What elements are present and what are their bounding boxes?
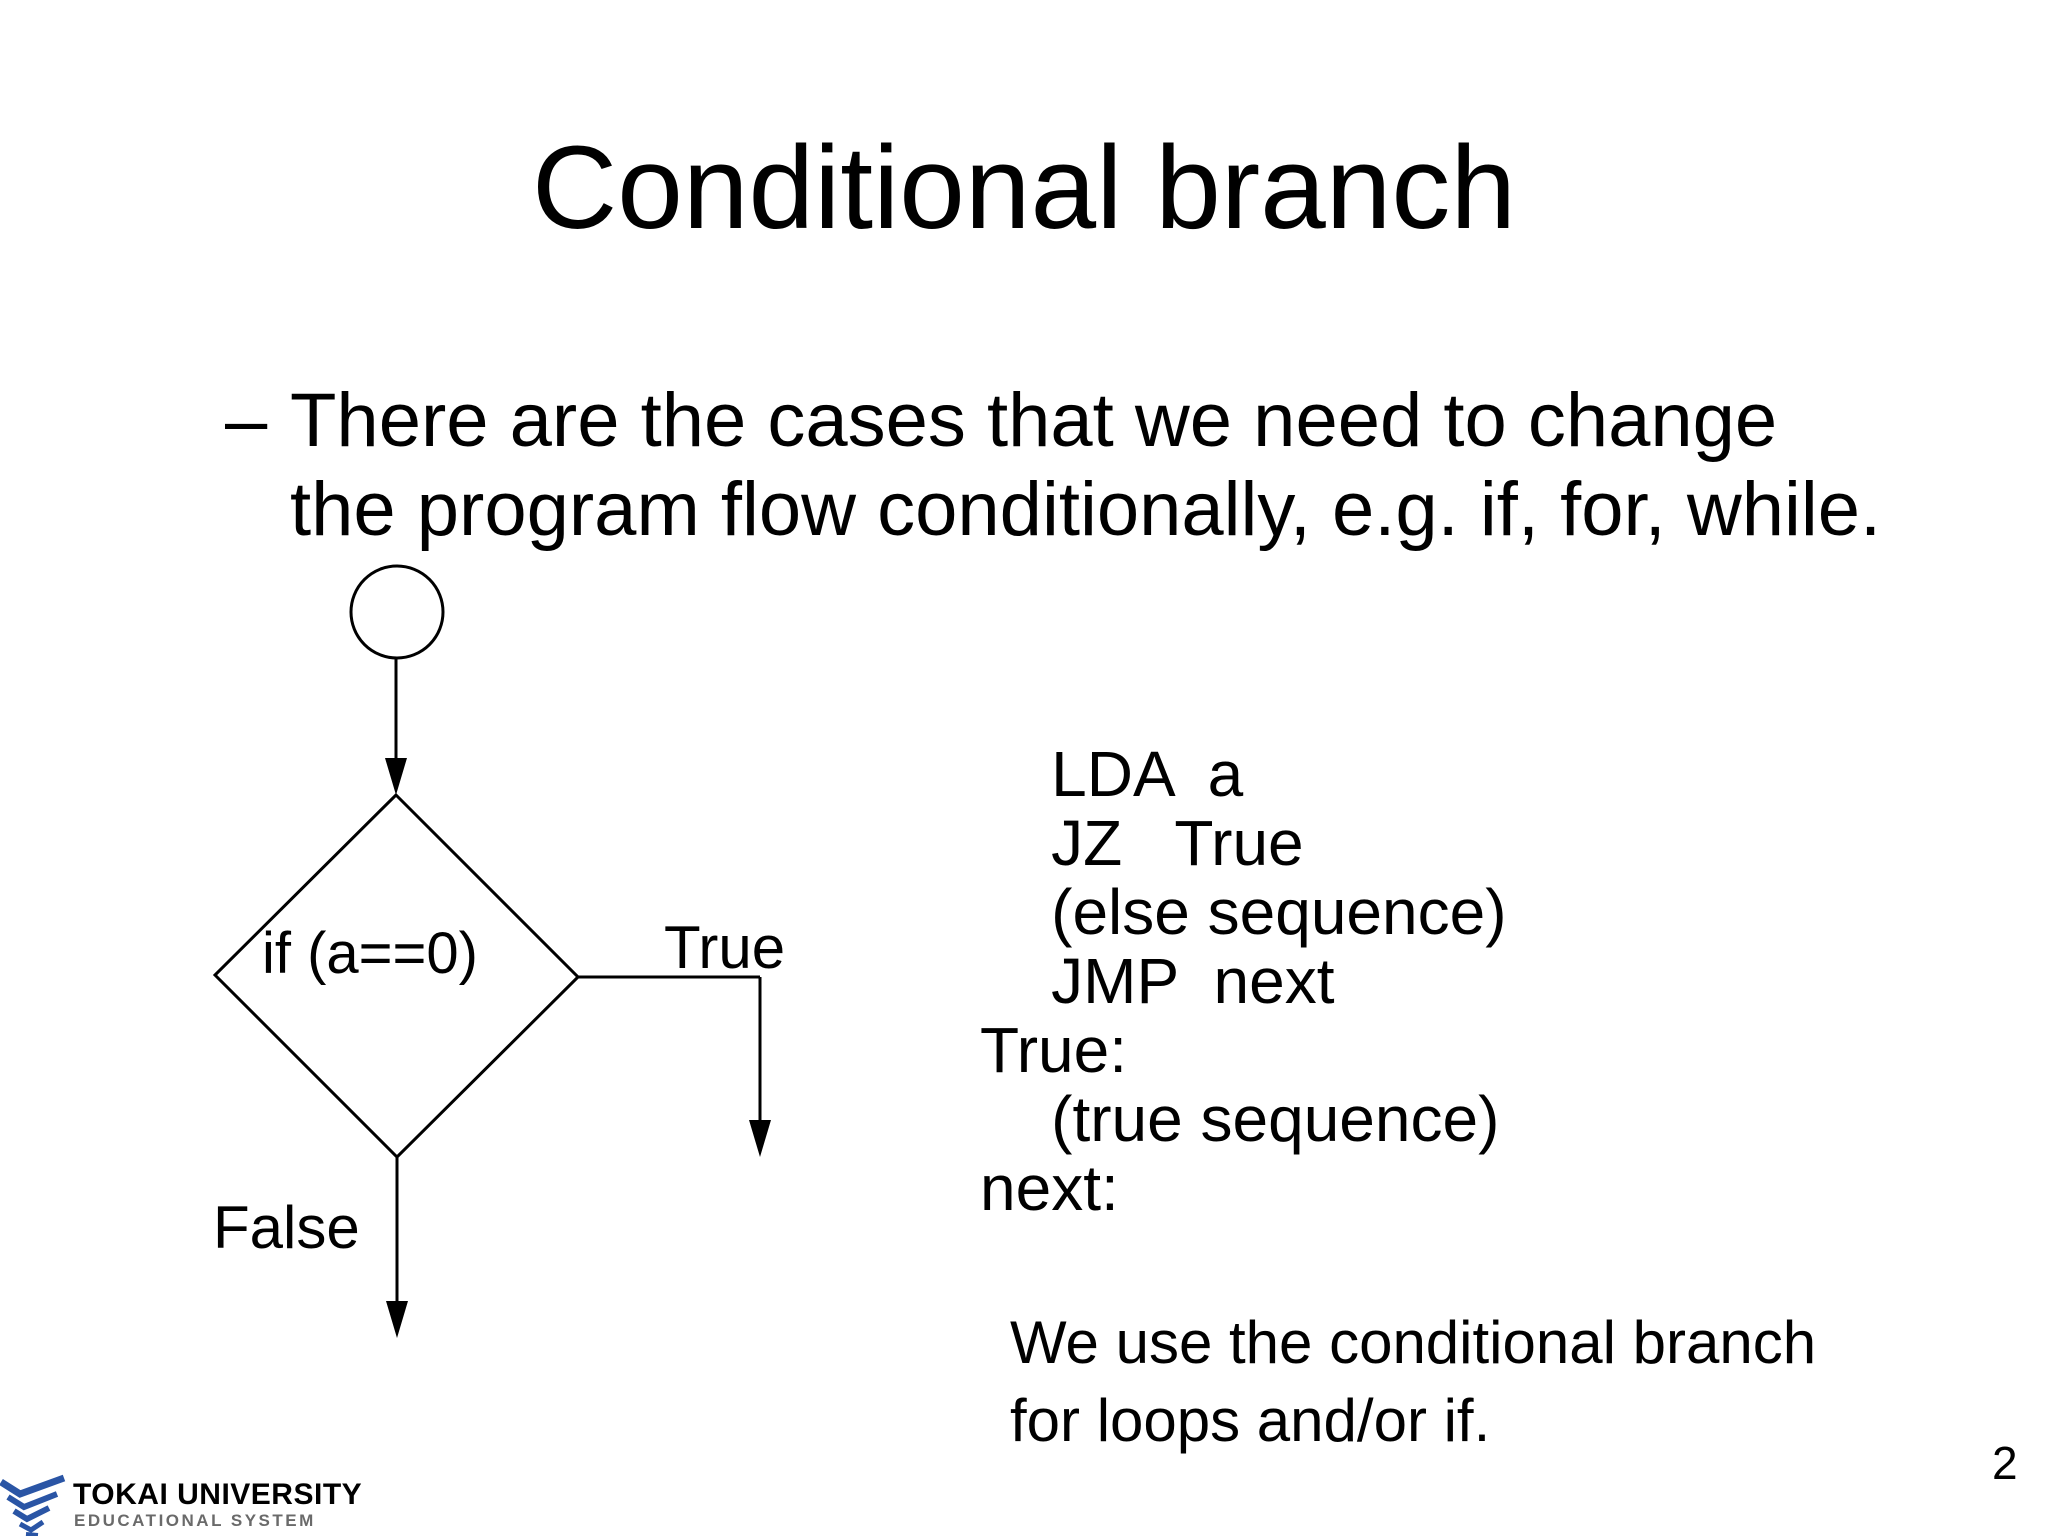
code-line: LDA a <box>980 738 1244 810</box>
brand-name: TOKAI UNIVERSITY <box>73 1478 363 1511</box>
note-block: We use the conditional branch for loops a… <box>1010 1304 1816 1460</box>
true-branch-label: True <box>664 914 786 981</box>
page-title: Conditional branch <box>532 122 1516 254</box>
bullet-text-1: There are the cases that we need to chan… <box>290 378 1778 463</box>
start-circle <box>349 564 445 660</box>
bullet-text-2: the program flow conditionally, e.g. if,… <box>290 467 1882 552</box>
brand-subtitle: EDUCATIONAL SYSTEM <box>74 1511 316 1530</box>
bullet-line-1: –There are the cases that we need to cha… <box>225 376 1881 465</box>
note-line: We use the conditional branch <box>1010 1309 1817 1376</box>
condition-label: if (a==0) <box>262 921 478 986</box>
false-branch-label: False <box>213 1194 360 1261</box>
false-arrowhead-icon <box>386 1301 408 1338</box>
bullet-dash: – <box>225 378 268 463</box>
page-number: 2 <box>1992 1437 2018 1489</box>
note-line: for loops and/or if. <box>1010 1387 1491 1454</box>
tokai-logo-icon <box>0 1474 66 1536</box>
true-arrowhead-icon <box>749 1120 771 1157</box>
code-line: JZ True <box>980 807 1304 879</box>
code-line: True: <box>980 1014 1127 1086</box>
code-line: JMP next <box>980 945 1335 1017</box>
code-line: next: <box>980 1152 1119 1224</box>
code-line: (else sequence) <box>980 876 1507 948</box>
bullet-block: –There are the cases that we need to cha… <box>225 376 1881 554</box>
start-arrowhead-icon <box>385 758 407 795</box>
code-line: (true sequence) <box>980 1083 1500 1155</box>
